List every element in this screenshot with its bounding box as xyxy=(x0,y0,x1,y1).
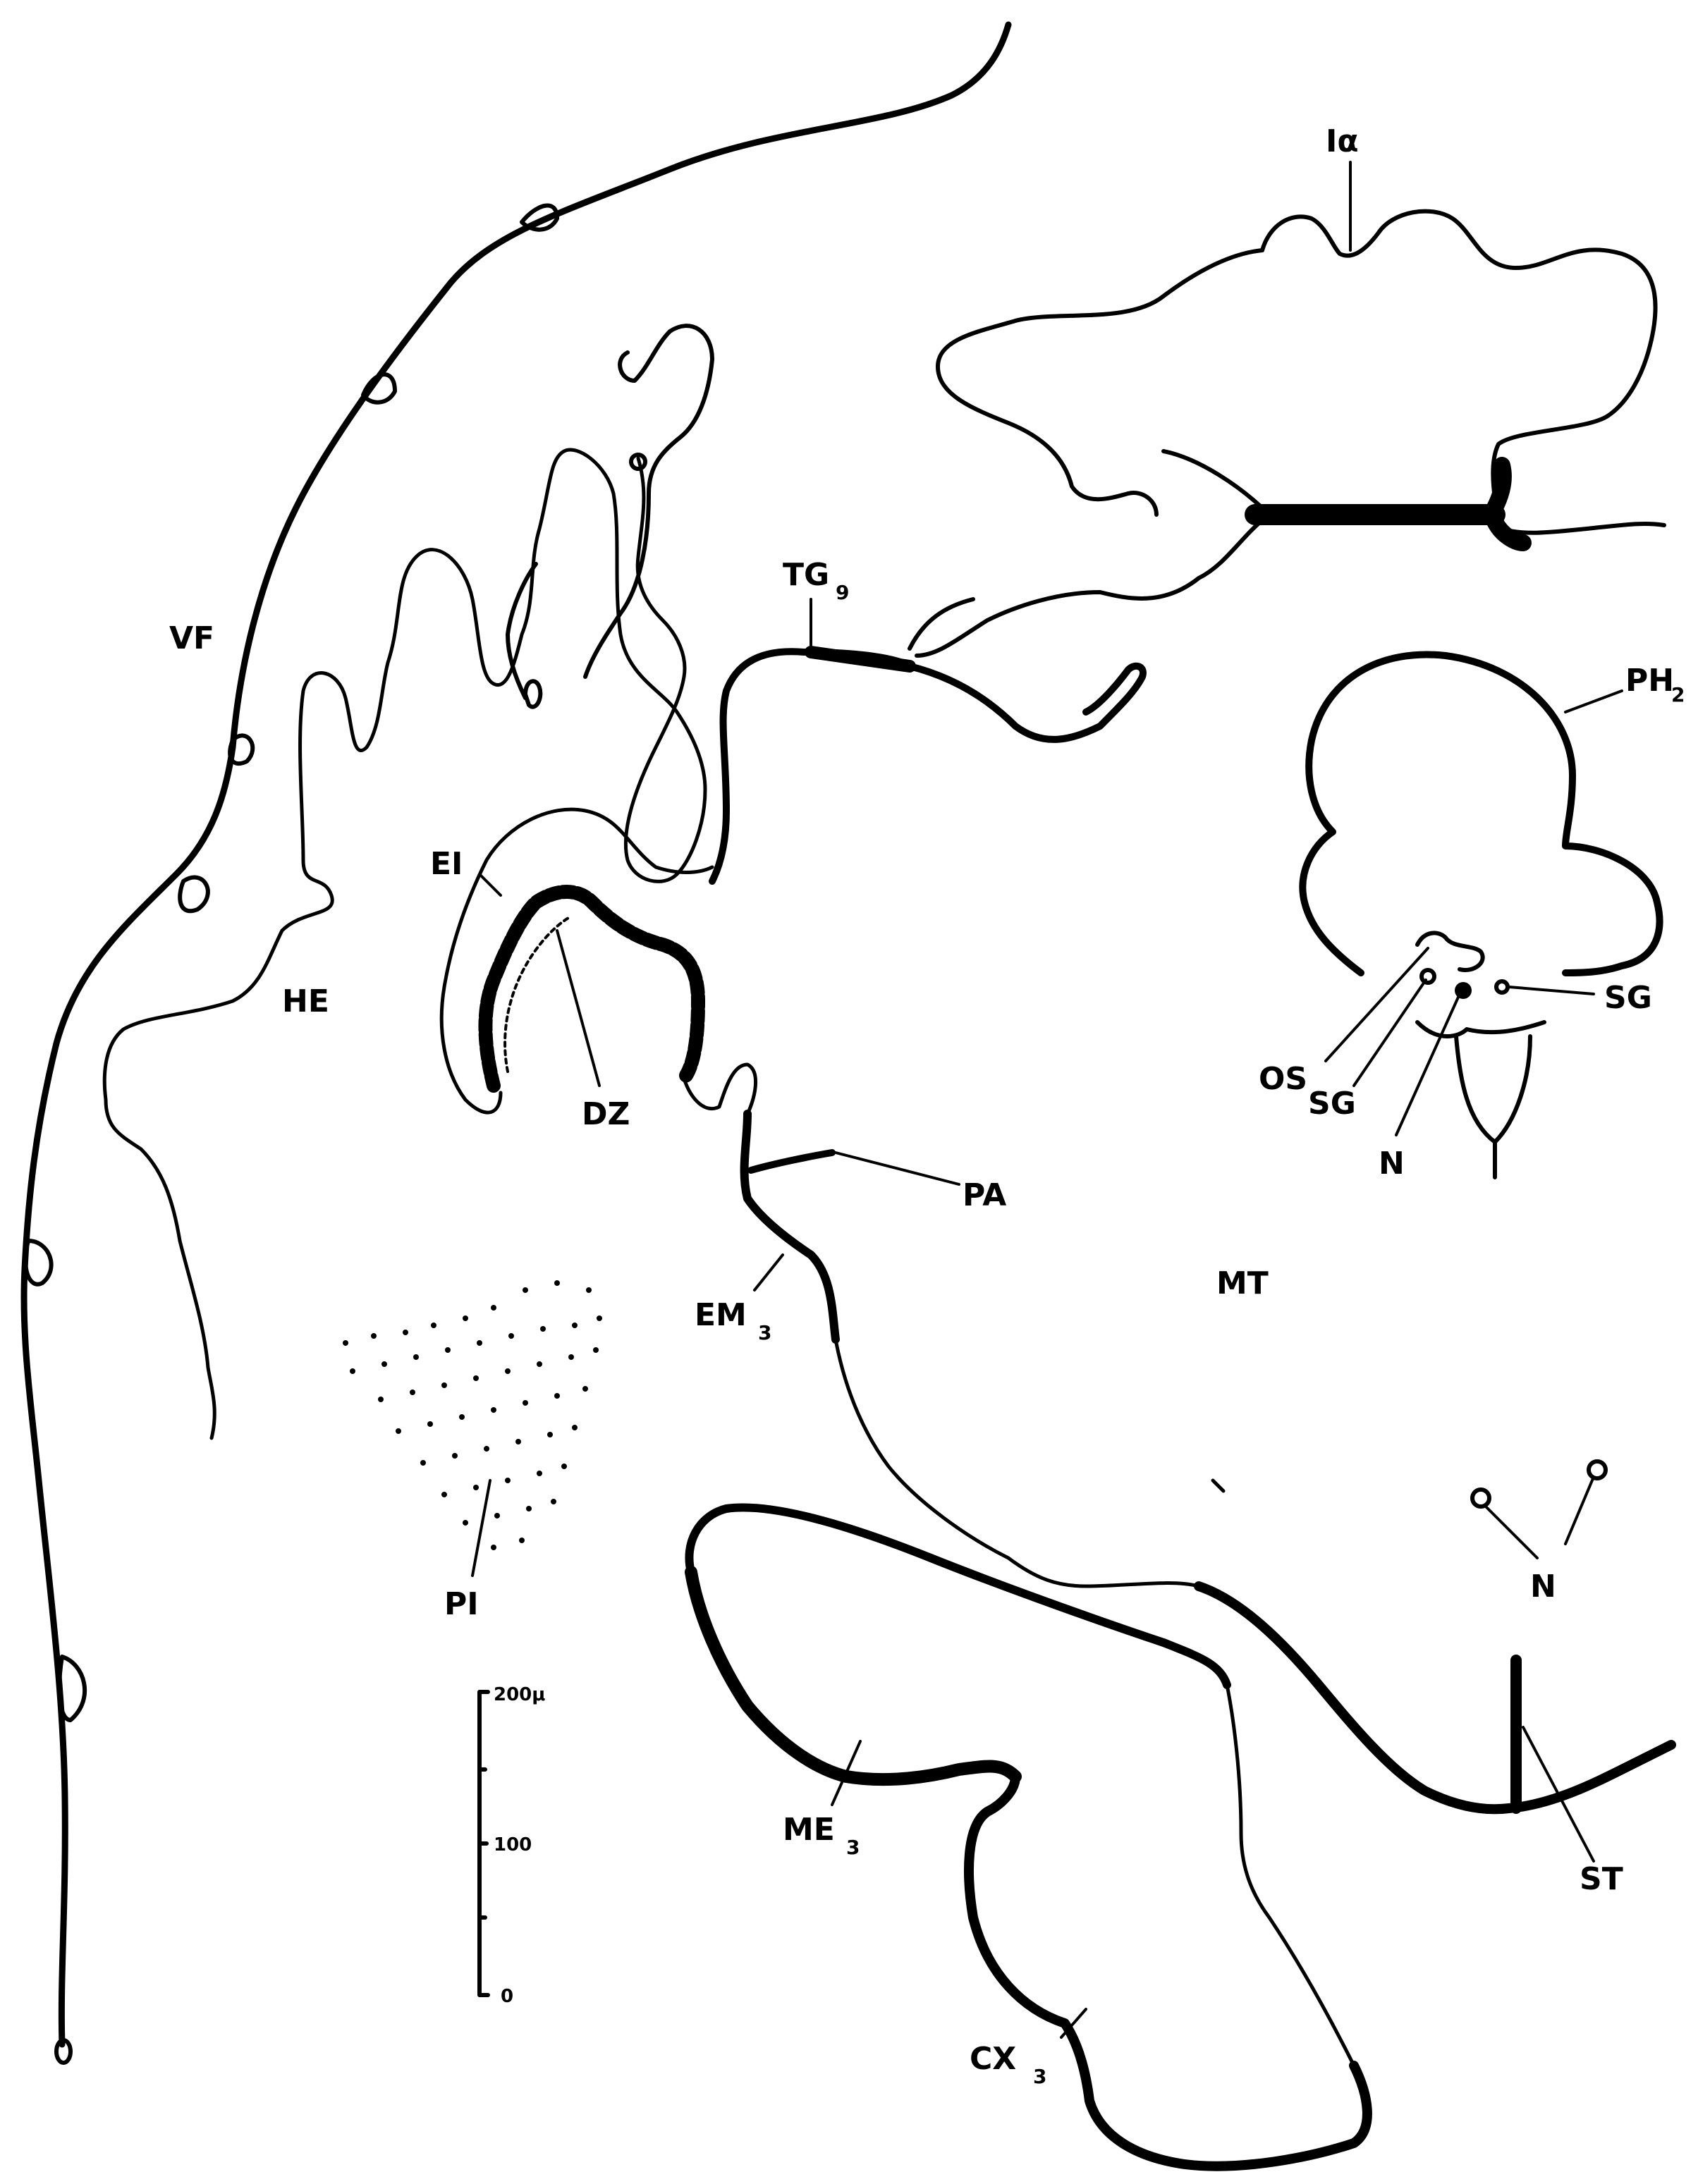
label-me-sub: 3 xyxy=(846,1836,860,1859)
epithelium-tube-upper xyxy=(585,326,712,677)
scale-tick-100: 100 xyxy=(494,1834,532,1855)
os-squiggle xyxy=(1417,933,1483,970)
tg-stalk xyxy=(811,652,910,666)
label-vf: VF xyxy=(169,620,214,656)
n-upper-leader xyxy=(1396,994,1460,1135)
ei-outline xyxy=(441,809,712,1112)
right-body-wall xyxy=(1199,1586,1671,1809)
mt-fleck xyxy=(1213,1480,1223,1491)
os-leader xyxy=(1326,948,1428,1061)
label-cx: CX xyxy=(970,2041,1016,2077)
st-leader xyxy=(1523,1727,1594,1861)
label-st: ST xyxy=(1580,1861,1623,1897)
pi-leader xyxy=(472,1480,490,1576)
label-sg-right: SG xyxy=(1604,980,1652,1016)
inner-epithelium-outline xyxy=(104,450,705,1438)
label-dz: DZ xyxy=(582,1096,630,1132)
pi-dot-field xyxy=(343,1280,602,1550)
me-outline xyxy=(689,1507,1227,1685)
tg-upper-arc xyxy=(910,599,973,649)
me-thick-left xyxy=(691,1572,1015,1779)
pa-leader xyxy=(836,1153,959,1184)
scale-tick-200: 200μ xyxy=(494,1684,545,1705)
tg-right-lobe xyxy=(910,666,1143,740)
ia-outline xyxy=(1262,211,1664,533)
label-tg-sub: 9 xyxy=(836,581,849,604)
n-lower-left-marker xyxy=(1472,1490,1489,1507)
label-em: EM xyxy=(695,1297,747,1333)
cx-right-wall xyxy=(1227,1685,1354,2066)
label-ph: PH xyxy=(1625,663,1674,699)
ia-outline-left xyxy=(938,250,1262,515)
n-lower-right-marker xyxy=(1589,1461,1606,1478)
ei-leader xyxy=(480,874,501,895)
scale-bar xyxy=(480,1692,488,1995)
ph-leader xyxy=(1565,691,1622,712)
ph-outline xyxy=(1302,655,1659,974)
sg-right-leader xyxy=(1509,987,1594,994)
label-ia: Iα xyxy=(1326,123,1359,159)
em-outline xyxy=(745,1114,836,1339)
label-pi: PI xyxy=(444,1586,479,1622)
dz-leader xyxy=(557,931,599,1086)
sg-right-marker xyxy=(1496,981,1508,993)
label-ei: EI xyxy=(430,846,463,882)
label-em-sub: 3 xyxy=(758,1321,771,1344)
em-leader xyxy=(755,1255,783,1290)
epithelium-finger-1 xyxy=(525,681,540,706)
sg-left-leader xyxy=(1354,980,1426,1086)
label-cx-sub: 3 xyxy=(1033,2065,1046,2088)
outer-bulge-6 xyxy=(59,1657,85,1720)
label-he: HE xyxy=(282,983,329,1019)
label-ph-sub: 2 xyxy=(1671,683,1685,706)
outer-bulge-4 xyxy=(180,878,208,912)
label-os: OS xyxy=(1259,1061,1307,1097)
tg-outline xyxy=(712,651,903,881)
scale-tick-0: 0 xyxy=(501,1986,513,2007)
em-body-wall xyxy=(836,1339,1199,1586)
label-n-upper: N xyxy=(1379,1146,1405,1182)
n-lower-leaders xyxy=(1484,1477,1594,1558)
outer-bulge-5 xyxy=(25,1241,51,1284)
pa-branch xyxy=(751,1153,832,1170)
label-tg: TG xyxy=(783,557,829,593)
label-mt: MT xyxy=(1216,1265,1269,1301)
label-n-lower: N xyxy=(1530,1569,1556,1605)
cx-outline xyxy=(969,1777,1367,2166)
ia-stalk-lower xyxy=(917,451,1269,656)
label-pa: PA xyxy=(963,1177,1006,1213)
label-sg-left: SG xyxy=(1308,1086,1356,1122)
label-me: ME xyxy=(783,1812,835,1848)
